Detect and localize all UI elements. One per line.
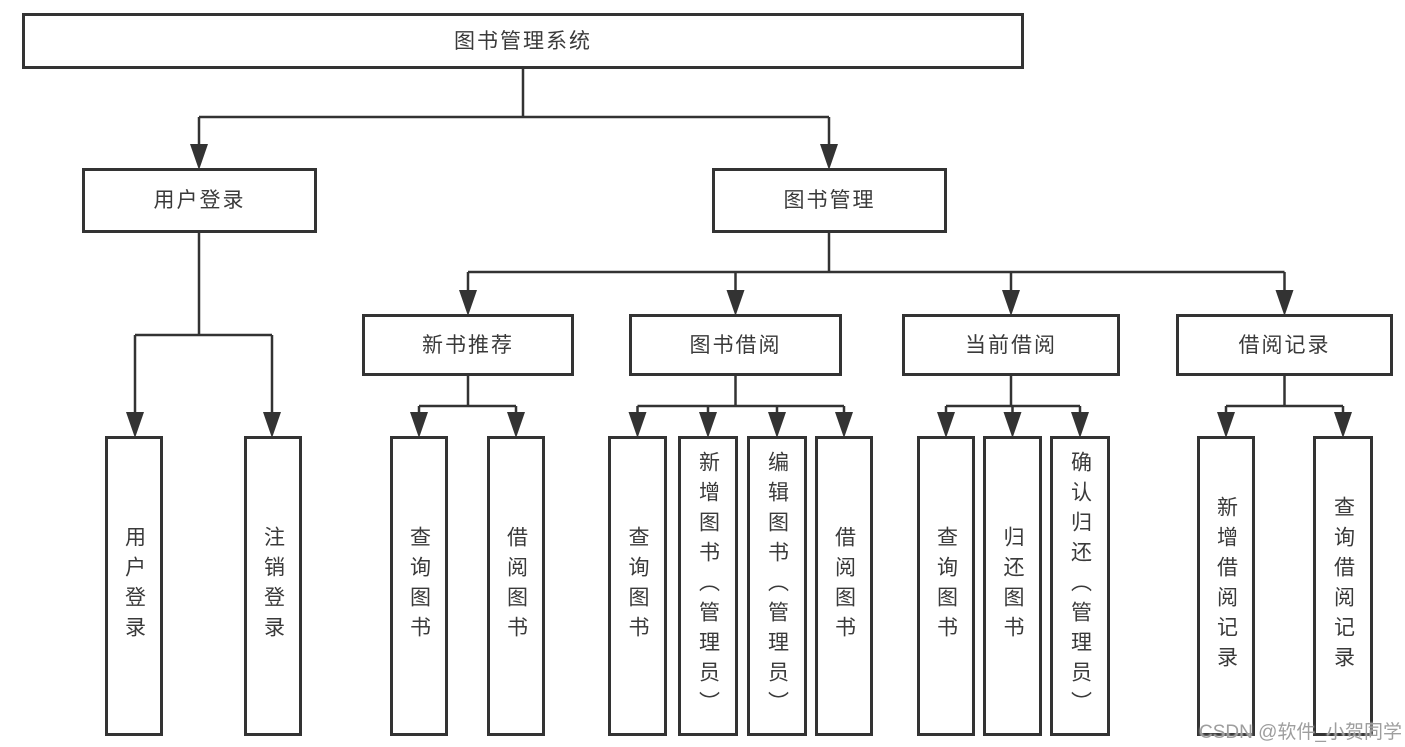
node-label: 归还图书: [1001, 526, 1024, 646]
leaf-bb-query-books: 查询图书: [608, 436, 667, 736]
connector-root-to-level2: [197, 69, 831, 146]
arrowhead: [459, 290, 477, 316]
arrowhead: [1071, 412, 1089, 438]
node-label: 查询图书: [626, 526, 649, 646]
node-label: 新增图书（管理员）: [696, 451, 720, 721]
node-label: 图书借阅: [689, 333, 782, 357]
watermark-csdn: CSDN @软件_小贺同学: [1199, 722, 1402, 743]
node-book-borrow: 图书借阅: [629, 314, 842, 376]
leaf-br-query-record: 查询借阅记录: [1313, 436, 1373, 736]
leaf-cb-confirm-return-admin: 确认归还（管理员）: [1050, 436, 1110, 736]
node-borrow-records: 借阅记录: [1176, 314, 1393, 376]
arrowhead: [1217, 412, 1235, 438]
arrowhead: [726, 290, 745, 316]
node-label: 图书管理: [783, 189, 876, 212]
node-root-library-system: 图书管理系统: [22, 13, 1024, 69]
leaf-cb-query-books: 查询图书: [917, 436, 975, 736]
arrowhead: [835, 412, 853, 438]
leaf-cb-return-books: 归还图书: [983, 436, 1042, 736]
node-book-management: 图书管理: [712, 168, 947, 233]
arrowhead: [699, 412, 717, 438]
node-current-borrow: 当前借阅: [902, 314, 1120, 376]
leaf-bb-borrow-books: 借阅图书: [815, 436, 873, 736]
arrowhead: [1334, 412, 1352, 438]
connector-borrow-records-to-leaves: [1224, 376, 1345, 414]
arrowhead: [263, 412, 281, 438]
connector-new-book-recommend-to-leaves: [417, 376, 518, 414]
connector-current-borrow-to-leaves: [944, 376, 1082, 414]
arrowhead: [937, 412, 955, 438]
arrowhead: [1275, 290, 1294, 316]
arrowhead: [190, 144, 208, 170]
node-label: 用户登录: [153, 189, 246, 212]
connector-user-login-to-leaves: [133, 233, 274, 414]
node-new-book-recommend: 新书推荐: [362, 314, 574, 376]
leaf-br-add-record: 新增借阅记录: [1197, 436, 1255, 736]
leaf-logout: 注销登录: [244, 436, 302, 736]
leaf-user-login: 用户登录: [105, 436, 163, 736]
arrowhead: [507, 412, 525, 438]
node-label: 用户登录: [122, 526, 146, 646]
node-label: 编辑图书（管理员）: [765, 451, 789, 721]
leaf-bb-add-book-admin: 新增图书（管理员）: [678, 436, 738, 736]
node-label: 查询借阅记录: [1331, 496, 1355, 676]
node-label: 借阅图书: [832, 526, 856, 646]
node-label: 新书推荐: [422, 333, 514, 357]
node-label: 借阅记录: [1238, 333, 1331, 357]
node-label: 注销登录: [261, 526, 285, 646]
node-label: 新增借阅记录: [1214, 496, 1238, 676]
arrowhead: [628, 412, 647, 438]
arrowhead: [410, 412, 428, 438]
node-label: 确认归还（管理员）: [1068, 451, 1092, 721]
node-label: 借阅图书: [504, 526, 528, 646]
arrowhead: [1003, 412, 1022, 438]
node-label: 当前借阅: [965, 333, 1057, 357]
arrowhead: [820, 144, 838, 170]
leaf-bb-edit-book-admin: 编辑图书（管理员）: [747, 436, 807, 736]
connector-book-management-to-level3: [466, 233, 1286, 292]
node-label: 查询图书: [407, 526, 431, 646]
leaf-nbr-borrow-books: 借阅图书: [487, 436, 545, 736]
arrowhead: [126, 412, 144, 438]
node-label: 查询图书: [934, 526, 958, 646]
arrowhead: [768, 412, 786, 438]
connector-book-borrow-to-leaves: [636, 376, 846, 414]
node-user-login: 用户登录: [82, 168, 317, 233]
node-label: 图书管理系统: [454, 29, 592, 53]
leaf-nbr-query-books: 查询图书: [390, 436, 448, 736]
arrowhead: [1002, 290, 1020, 316]
